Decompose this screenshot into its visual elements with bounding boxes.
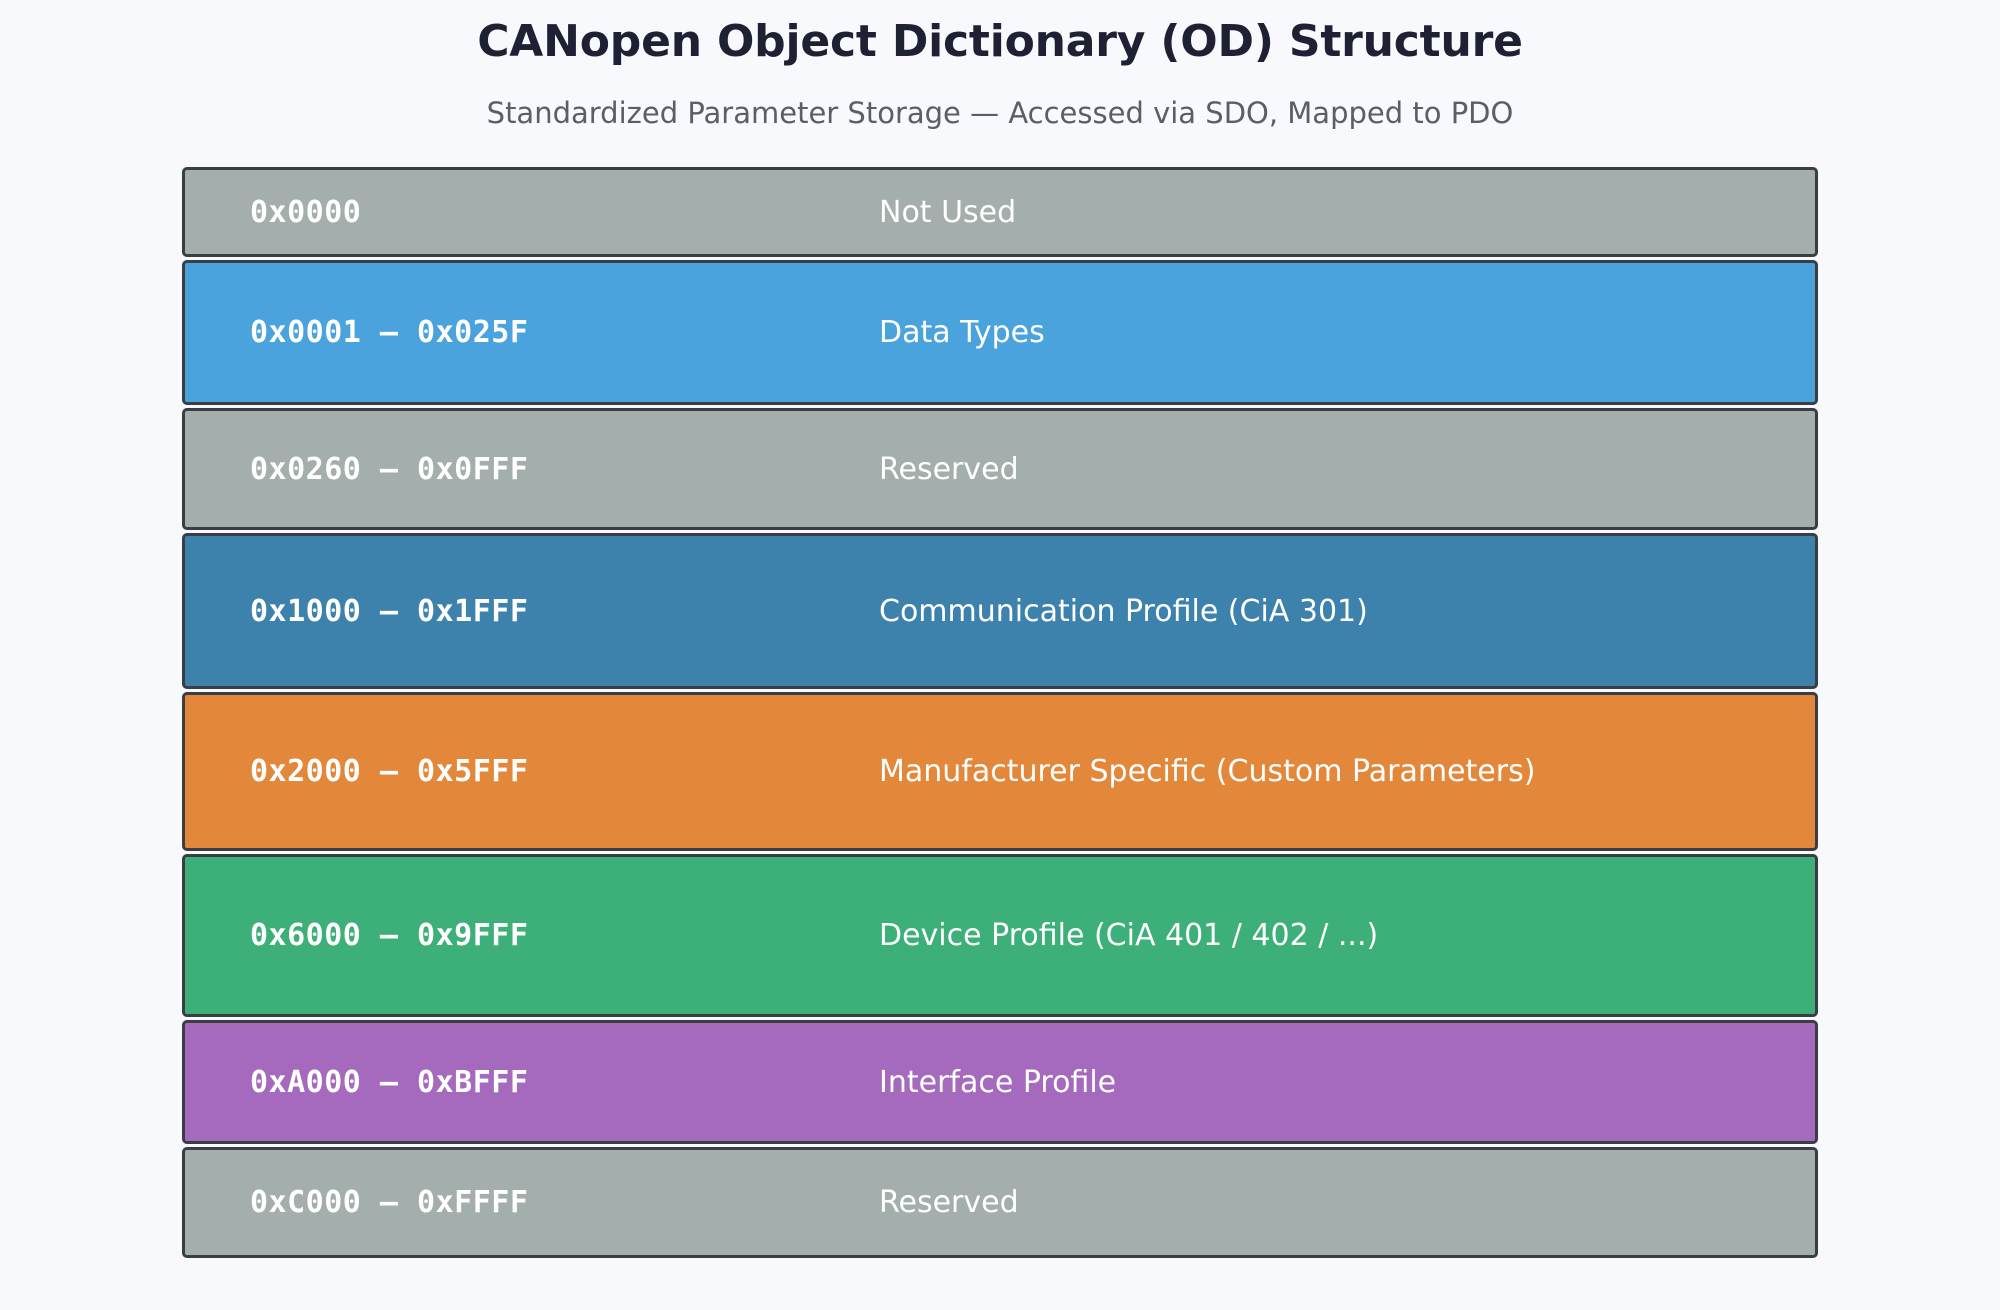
od-range-label: Communication Profile (CiA 301) bbox=[879, 593, 1368, 629]
od-range-label: Device Profile (CiA 401 / 402 / ...) bbox=[879, 918, 1379, 953]
od-range-address: 0x0001 — 0x025F bbox=[250, 315, 529, 350]
od-range-label: Reserved bbox=[879, 1185, 1019, 1220]
od-range-address: 0x0260 — 0x0FFF bbox=[250, 451, 529, 487]
od-range-label: Not Used bbox=[879, 194, 1017, 230]
od-range-row[interactable]: 0xC000 — 0xFFFF Reserved bbox=[182, 1147, 1818, 1258]
od-range-address: 0x1000 — 0x1FFF bbox=[250, 593, 529, 629]
od-range-address: 0x6000 — 0x9FFF bbox=[250, 918, 529, 953]
od-range-address: 0xC000 — 0xFFFF bbox=[250, 1185, 529, 1220]
od-range-row[interactable]: 0x0001 — 0x025F Data Types bbox=[182, 260, 1818, 405]
od-range-row[interactable]: 0x1000 — 0x1FFF Communication Profile (Ci… bbox=[182, 533, 1818, 689]
od-range-row[interactable]: 0x0260 — 0x0FFF Reserved bbox=[182, 408, 1818, 530]
od-range-address: 0xA000 — 0xBFFF bbox=[250, 1064, 529, 1100]
od-range-label: Reserved bbox=[879, 451, 1019, 487]
od-range-row[interactable]: 0x0000 Not Used bbox=[182, 167, 1818, 257]
od-range-label: Data Types bbox=[879, 315, 1045, 350]
od-range-label: Interface Profile bbox=[879, 1064, 1117, 1100]
od-range-label: Manufacturer Specific (Custom Parameters… bbox=[879, 754, 1536, 789]
od-range-row[interactable]: 0xA000 — 0xBFFF Interface Profile bbox=[182, 1020, 1818, 1144]
od-range-row[interactable]: 0x6000 — 0x9FFF Device Profile (CiA 401 /… bbox=[182, 854, 1818, 1017]
od-range-row[interactable]: 0x2000 — 0x5FFF Manufacturer Specific (Cu… bbox=[182, 692, 1818, 851]
page-title: CANopen Object Dictionary (OD) Structure bbox=[477, 16, 1523, 67]
od-range-address: 0x2000 — 0x5FFF bbox=[250, 754, 529, 789]
page-subtitle: Standardized Parameter Storage — Accesse… bbox=[486, 96, 1514, 130]
od-range-address: 0x0000 bbox=[250, 194, 362, 230]
